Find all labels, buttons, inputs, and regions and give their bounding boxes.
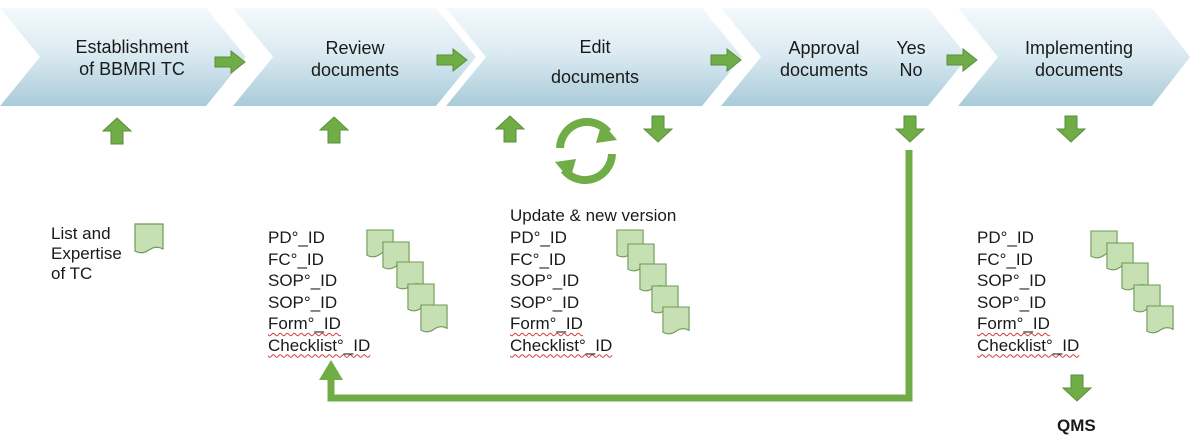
option-yes: Yes: [896, 38, 926, 58]
step-label-line: documents: [550, 67, 640, 87]
doc-item: SOP°_ID: [977, 271, 1047, 290]
step-label-line: documents: [310, 60, 400, 80]
step-implementing: Implementing documents: [1004, 37, 1154, 81]
arrow-up-icon: [102, 117, 132, 145]
step-label-line: of BBMRI TC: [79, 59, 185, 79]
doc-item: SOP°_ID: [268, 292, 338, 312]
chevron-step-4: [721, 8, 968, 106]
doc-list-implementing: PD°_ID FC°_ID SOP°_ID SOP°_ID Form°_ID C…: [977, 227, 1079, 356]
step-establishment: Establishment of BBMRI TC: [52, 36, 212, 80]
update-label: Update & new version: [510, 206, 677, 225]
doc-item: PD°_ID: [268, 228, 325, 247]
step-label-line: Review: [325, 38, 385, 58]
arrow-down-icon: [1062, 374, 1092, 402]
step-label-line: Edit: [579, 37, 611, 57]
arrow-down-icon: [643, 115, 673, 143]
qms-label: QMS: [1057, 416, 1096, 435]
doc-item: Checklist°_ID: [977, 335, 1080, 355]
chevron-step-2: [233, 8, 476, 106]
doc-item: FC°_ID: [977, 249, 1033, 269]
document-stack-review: [366, 229, 448, 333]
doc-item: SOP°_ID: [510, 271, 580, 290]
doc-list-edit: PD°_ID FC°_ID SOP°_ID SOP°_ID Form°_ID C…: [510, 227, 612, 356]
step-approval: Approval documents: [768, 37, 880, 81]
step-edit: Edit documents: [495, 32, 695, 92]
arrow-down-icon: [1056, 115, 1086, 143]
step-label-line: documents: [779, 60, 869, 80]
doc-item: FC°_ID: [510, 249, 566, 269]
chevron-step-1: [0, 8, 246, 106]
doc-list-review: PD°_ID FC°_ID SOP°_ID SOP°_ID Form°_ID C…: [268, 227, 370, 356]
arrow-down-icon: [895, 115, 925, 143]
step-label-line: Approval: [788, 38, 860, 58]
arrow-up-icon: [319, 116, 349, 144]
doc-item: Checklist°_ID: [510, 335, 613, 355]
approval-options: Yes No: [886, 37, 936, 81]
doc-item: Form°_ID: [268, 314, 341, 333]
text-line: of TC: [51, 264, 93, 283]
step-label-line: Establishment: [75, 37, 189, 57]
doc-item: Form°_ID: [977, 314, 1050, 333]
document-stack-edit: [616, 229, 690, 335]
step-label-line: documents: [1034, 60, 1124, 80]
return-arrow-icon: [319, 150, 913, 402]
doc-item: SOP°_ID: [510, 292, 580, 312]
step-review: Review documents: [280, 37, 430, 81]
doc-item: PD°_ID: [977, 228, 1034, 247]
document-stack-implementing: [1090, 230, 1174, 334]
text-line: Expertise: [51, 244, 122, 263]
step-label-line: Implementing: [1024, 38, 1134, 58]
arrow-up-icon: [495, 115, 525, 143]
doc-item: Checklist°_ID: [268, 335, 371, 355]
doc-item: SOP°_ID: [977, 292, 1047, 312]
option-no: No: [899, 60, 923, 80]
doc-item: SOP°_ID: [268, 271, 338, 290]
chevron-step-5: [958, 8, 1190, 106]
doc-item: Form°_ID: [510, 314, 583, 333]
list-expertise-text: List and Expertise of TC: [51, 224, 122, 284]
document-icon: [134, 223, 164, 254]
doc-item: PD°_ID: [510, 228, 567, 247]
text-line: List and: [51, 224, 111, 243]
cycle-icon: [555, 117, 617, 185]
chevron-step-3: [446, 8, 742, 106]
doc-item: FC°_ID: [268, 249, 324, 269]
